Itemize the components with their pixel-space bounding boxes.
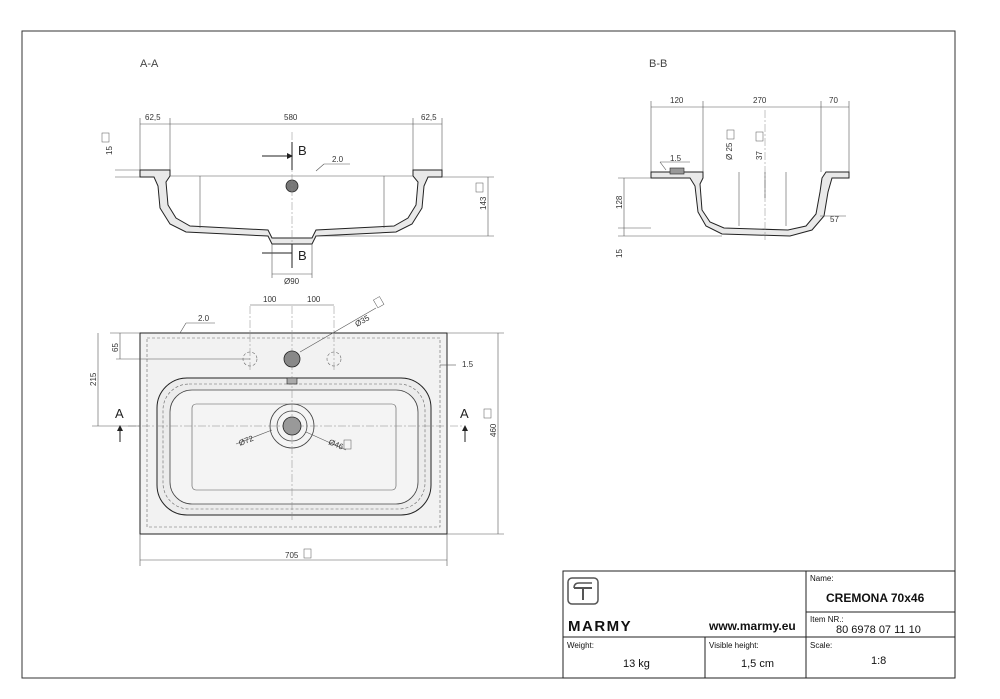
cut-a-left-label: A — [115, 406, 124, 421]
dim-bb-front: 70 — [829, 96, 838, 105]
drawing-frame — [21, 30, 956, 679]
dim-aa-rim-height: 15 — [105, 146, 114, 155]
dim-bb-bowl: 270 — [753, 96, 767, 105]
section-bb-view: B-B 120 270 70 Ø 25 37 1.5 128 15 57 — [615, 58, 850, 258]
marmy-logo-icon — [567, 577, 599, 605]
dim-bb-height: 128 — [615, 195, 624, 209]
cut-a-right-label: A — [460, 406, 469, 421]
dim-bb-base: 15 — [615, 249, 624, 258]
section-bb-label: B-B — [649, 58, 667, 70]
name-label: Name: — [810, 574, 834, 583]
cut-b-top-label: B — [298, 143, 307, 158]
dim-plan-offset-top: 65 — [111, 343, 120, 352]
dim-plan-tap: Ø35 — [354, 313, 372, 329]
dim-aa-right-rim: 62,5 — [421, 113, 437, 122]
name-value: CREMONA 70x46 — [826, 591, 925, 605]
dim-plan-to-drain: 215 — [89, 372, 98, 386]
scale-label: Scale: — [810, 641, 832, 650]
dim-bb-tap-hole: Ø 25 — [725, 142, 734, 160]
dim-plan-depth: 460 — [489, 423, 498, 437]
visible-height-value: 1,5 cm — [741, 658, 774, 670]
dim-plan-hole-left: 100 — [263, 295, 277, 304]
website-link[interactable]: www.marmy.eu — [708, 619, 796, 633]
dim-aa-drain: Ø90 — [284, 277, 300, 286]
dim-plan-hole-right: 100 — [307, 295, 321, 304]
brand-name: MARMY — [568, 618, 632, 635]
visible-height-label: Visible height: — [709, 641, 759, 650]
scale-value: 1:8 — [871, 655, 886, 667]
title-block: MARMY www.marmy.eu Name: CREMONA 70x46 I… — [562, 570, 956, 679]
item-value: 80 6978 07 11 10 — [836, 624, 921, 636]
dim-bb-tap-offset: 37 — [755, 151, 764, 160]
section-aa-view: A-A 62,5 580 62,5 15 143 B B — [101, 58, 494, 286]
dim-aa-left-rim: 62,5 — [145, 113, 161, 122]
item-label: Item NR.: — [810, 615, 844, 624]
dim-bb-back: 120 — [670, 96, 684, 105]
dim-bb-front-lip: 57 — [830, 215, 839, 224]
plan-view: 100 100 Ø35 2.0 65 215 460 1.5 705 Ø72 — [89, 295, 504, 566]
cut-b-bottom-label: B — [298, 248, 307, 263]
dim-aa-depth: 143 — [479, 196, 488, 210]
dim-bb-wall: 1.5 — [670, 154, 682, 163]
dim-plan-rim: 1.5 — [462, 360, 474, 369]
dim-aa-span: 580 — [284, 113, 298, 122]
dim-plan-wall: 2.0 — [198, 314, 210, 323]
section-aa-label: A-A — [140, 58, 159, 70]
dim-aa-wall: 2.0 — [332, 155, 344, 164]
dim-plan-width: 705 — [285, 551, 299, 560]
weight-label: Weight: — [567, 641, 594, 650]
weight-value: 13 kg — [623, 658, 650, 670]
